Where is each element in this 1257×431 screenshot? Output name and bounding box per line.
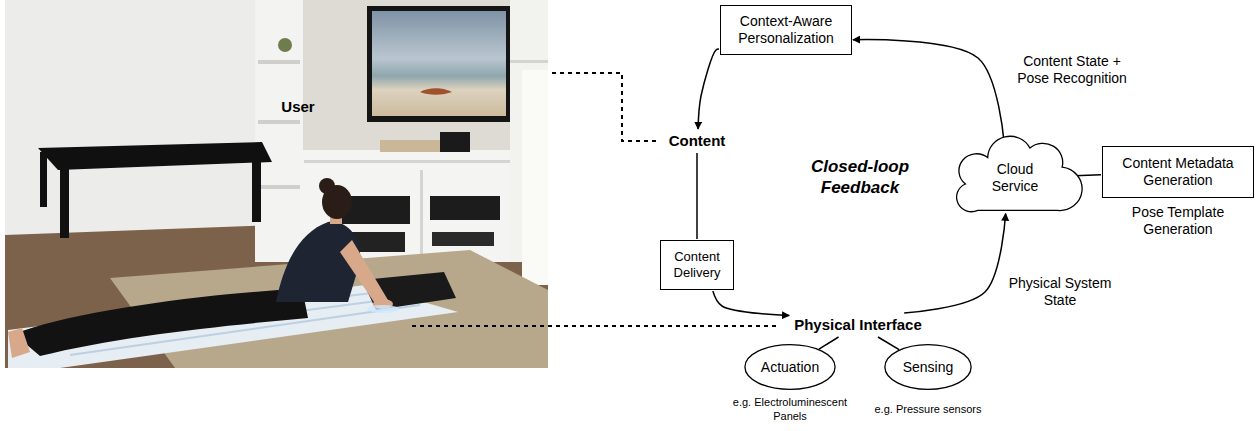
- flow-arrow: [878, 337, 899, 350]
- example-note: e.g. Pressure sensors: [873, 403, 983, 417]
- process-box: Content Delivery: [660, 240, 734, 290]
- edge-label: Content State + Pose Recognition: [1011, 52, 1133, 89]
- stage-label: Content: [665, 130, 730, 152]
- note-text: Pose Template Generation: [1122, 204, 1234, 239]
- process-box: Content Metadata Generation: [1102, 146, 1254, 198]
- node-text: Cloud Service: [979, 161, 1051, 195]
- flow-arrow: [904, 214, 1005, 313]
- process-box: Context-Aware Personalization: [720, 5, 852, 55]
- flow-arrow: [819, 337, 839, 349]
- loop-title: Closed-loop Feedback: [804, 156, 916, 199]
- node-text: Sensing: [903, 359, 954, 376]
- dashed-leader: [552, 73, 658, 141]
- flow-arrow: [696, 153, 698, 239]
- node-text: Content Delivery: [667, 249, 727, 280]
- dashed-leader: [412, 325, 778, 327]
- photo-label: User: [268, 98, 328, 117]
- node-text: Actuation: [761, 359, 819, 376]
- flow-arrow: [853, 40, 1004, 143]
- flow-arrow: [698, 49, 719, 129]
- edge-label: Physical System State: [1004, 274, 1116, 311]
- stage-label: Physical Interface: [790, 314, 926, 336]
- node-text: Content: [669, 132, 726, 150]
- component-ellipse: Sensing: [884, 344, 972, 390]
- component-ellipse: Actuation: [744, 344, 836, 390]
- node-text: Content Metadata Generation: [1109, 155, 1247, 189]
- node-text: Context-Aware Personalization: [727, 13, 845, 47]
- example-note: e.g. Electroluminescent Panels: [715, 396, 865, 424]
- flow-arrow: [713, 291, 789, 315]
- node-text: Physical Interface: [794, 316, 922, 334]
- photo-scene: [5, 0, 548, 368]
- cloud-service: Cloud Service: [953, 136, 1077, 220]
